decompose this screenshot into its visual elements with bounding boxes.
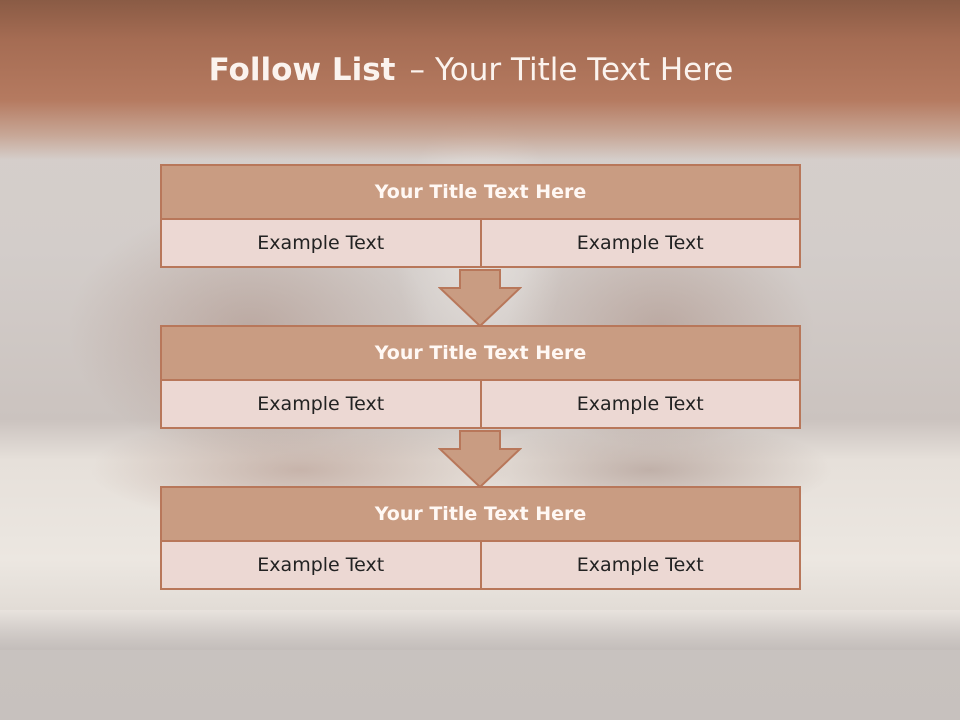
block-cell-right: Example Text [479,540,801,590]
block-cell-right: Example Text [479,379,801,429]
title-separator: – [409,52,425,88]
down-arrow-icon [438,430,522,489]
block-cell-right: Example Text [479,218,801,268]
list-block-3: Your Title Text Here Example Text Exampl… [160,486,801,590]
block-cell-left: Example Text [160,540,482,590]
block-title: Your Title Text Here [160,164,801,220]
title-rest-text: Your Title Text Here [434,52,734,88]
block-title: Your Title Text Here [160,486,801,542]
list-block-1: Your Title Text Here Example Text Exampl… [160,164,801,268]
block-cell-left: Example Text [160,379,482,429]
block-row: Example Text Example Text [160,540,801,590]
block-title: Your Title Text Here [160,325,801,381]
block-row: Example Text Example Text [160,379,801,429]
block-cell-left: Example Text [160,218,482,268]
title-band [0,0,960,160]
table-edge [0,610,960,650]
block-row: Example Text Example Text [160,218,801,268]
down-arrow-icon [438,269,522,328]
title-bold-text: Follow List [208,52,396,88]
slide-title: Follow List–Your Title Text Here [0,52,942,88]
list-block-2: Your Title Text Here Example Text Exampl… [160,325,801,429]
